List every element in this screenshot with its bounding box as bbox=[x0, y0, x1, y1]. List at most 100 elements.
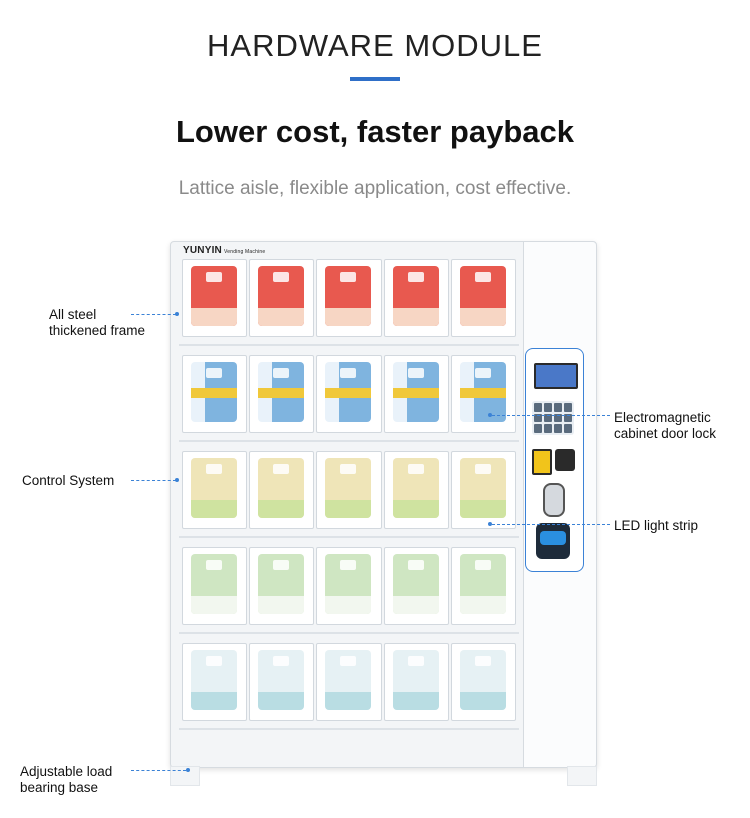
locker-door[interactable] bbox=[182, 643, 248, 721]
product-package bbox=[325, 650, 372, 710]
subheadline: Lattice aisle, flexible application, cos… bbox=[178, 178, 572, 199]
package-logo bbox=[407, 656, 424, 666]
locker-door[interactable] bbox=[249, 547, 315, 625]
package-band bbox=[392, 596, 439, 614]
product-package bbox=[325, 458, 372, 518]
locker-door[interactable] bbox=[182, 451, 248, 529]
locker-door[interactable] bbox=[383, 643, 449, 721]
locker-row bbox=[179, 256, 519, 346]
callout-led: LED light strip bbox=[614, 518, 698, 534]
product-package bbox=[459, 458, 506, 518]
product-package bbox=[258, 458, 305, 518]
locker-door[interactable] bbox=[316, 547, 382, 625]
keypad-key bbox=[564, 413, 572, 423]
package-band bbox=[258, 308, 305, 326]
locker-door[interactable] bbox=[450, 259, 517, 337]
control-panel bbox=[525, 348, 584, 572]
keypad-key bbox=[534, 403, 542, 412]
callout-lock-leader bbox=[492, 415, 610, 416]
callout-frame-dot bbox=[175, 312, 179, 316]
locker-row bbox=[179, 352, 519, 442]
product-package bbox=[392, 362, 439, 422]
package-logo bbox=[273, 368, 290, 378]
package-logo bbox=[474, 368, 491, 378]
package-logo bbox=[273, 464, 290, 474]
package-logo bbox=[407, 272, 424, 282]
product-package bbox=[325, 554, 372, 614]
callout-control-dot bbox=[175, 478, 179, 482]
locker-door[interactable] bbox=[316, 643, 382, 721]
brand-subtitle: Vending Machine bbox=[223, 249, 266, 255]
locker-door[interactable] bbox=[182, 355, 248, 433]
package-band bbox=[325, 596, 372, 614]
product-package bbox=[258, 266, 305, 326]
package-logo bbox=[206, 464, 222, 474]
locker-door[interactable] bbox=[249, 355, 315, 433]
locker-grid bbox=[179, 256, 519, 736]
callout-lock-line2: cabinet door lock bbox=[614, 426, 717, 441]
locker-door[interactable] bbox=[450, 451, 517, 529]
locker-door[interactable] bbox=[316, 259, 382, 337]
product-package bbox=[325, 266, 372, 326]
package-logo bbox=[273, 656, 290, 666]
package-logo bbox=[273, 560, 290, 570]
keypad bbox=[532, 401, 574, 435]
keypad-key bbox=[554, 413, 562, 423]
product-package bbox=[258, 362, 305, 422]
package-band bbox=[325, 388, 372, 398]
package-logo bbox=[206, 272, 222, 282]
locker-door[interactable] bbox=[383, 355, 449, 433]
locker-door[interactable] bbox=[383, 547, 449, 625]
package-band bbox=[258, 500, 305, 518]
locker-door[interactable] bbox=[383, 259, 449, 337]
package-band bbox=[191, 308, 237, 326]
callout-base-leader bbox=[131, 770, 186, 771]
locker-door[interactable] bbox=[450, 643, 517, 721]
package-logo bbox=[474, 656, 491, 666]
locker-door[interactable] bbox=[316, 451, 382, 529]
product-package bbox=[191, 266, 237, 326]
locker-door[interactable] bbox=[249, 643, 315, 721]
package-logo bbox=[340, 560, 357, 570]
callout-lock-line1: Electromagnetic bbox=[614, 410, 711, 425]
locker-row bbox=[179, 640, 519, 730]
product-package bbox=[459, 554, 506, 614]
product-package bbox=[392, 266, 439, 326]
callout-lock-dot bbox=[488, 413, 492, 417]
package-band bbox=[459, 308, 506, 326]
callout-frame-leader bbox=[131, 314, 176, 315]
coin-slot-icon bbox=[543, 483, 565, 517]
product-package bbox=[392, 554, 439, 614]
printer-icon bbox=[555, 449, 575, 471]
package-band bbox=[191, 596, 237, 614]
package-logo bbox=[407, 560, 424, 570]
callout-led-dot bbox=[488, 522, 492, 526]
product-package bbox=[191, 362, 237, 422]
locker-door[interactable] bbox=[249, 451, 315, 529]
package-logo bbox=[474, 272, 491, 282]
locker-door[interactable] bbox=[182, 547, 248, 625]
package-band bbox=[392, 308, 439, 326]
package-logo bbox=[340, 656, 357, 666]
callout-control-line1: Control System bbox=[22, 473, 115, 488]
callout-frame-line1: All steel bbox=[49, 307, 97, 322]
locker-door[interactable] bbox=[182, 259, 248, 337]
locker-door[interactable] bbox=[383, 451, 449, 529]
package-band bbox=[459, 388, 506, 398]
locker-door[interactable] bbox=[249, 259, 315, 337]
callout-frame: All steel thickened frame bbox=[49, 307, 145, 339]
card-reader-icon bbox=[532, 449, 552, 475]
callout-base: Adjustable load bearing base bbox=[20, 764, 112, 796]
package-logo bbox=[474, 560, 491, 570]
package-logo bbox=[340, 272, 357, 282]
package-logo bbox=[273, 272, 290, 282]
locker-door[interactable] bbox=[316, 355, 382, 433]
locker-door[interactable] bbox=[450, 355, 517, 433]
package-band bbox=[459, 500, 506, 518]
title-underline bbox=[350, 77, 400, 81]
locker-door[interactable] bbox=[450, 547, 517, 625]
package-logo bbox=[407, 464, 424, 474]
package-band bbox=[325, 500, 372, 518]
package-band bbox=[459, 692, 506, 710]
callout-lock: Electromagnetic cabinet door lock bbox=[614, 410, 716, 442]
